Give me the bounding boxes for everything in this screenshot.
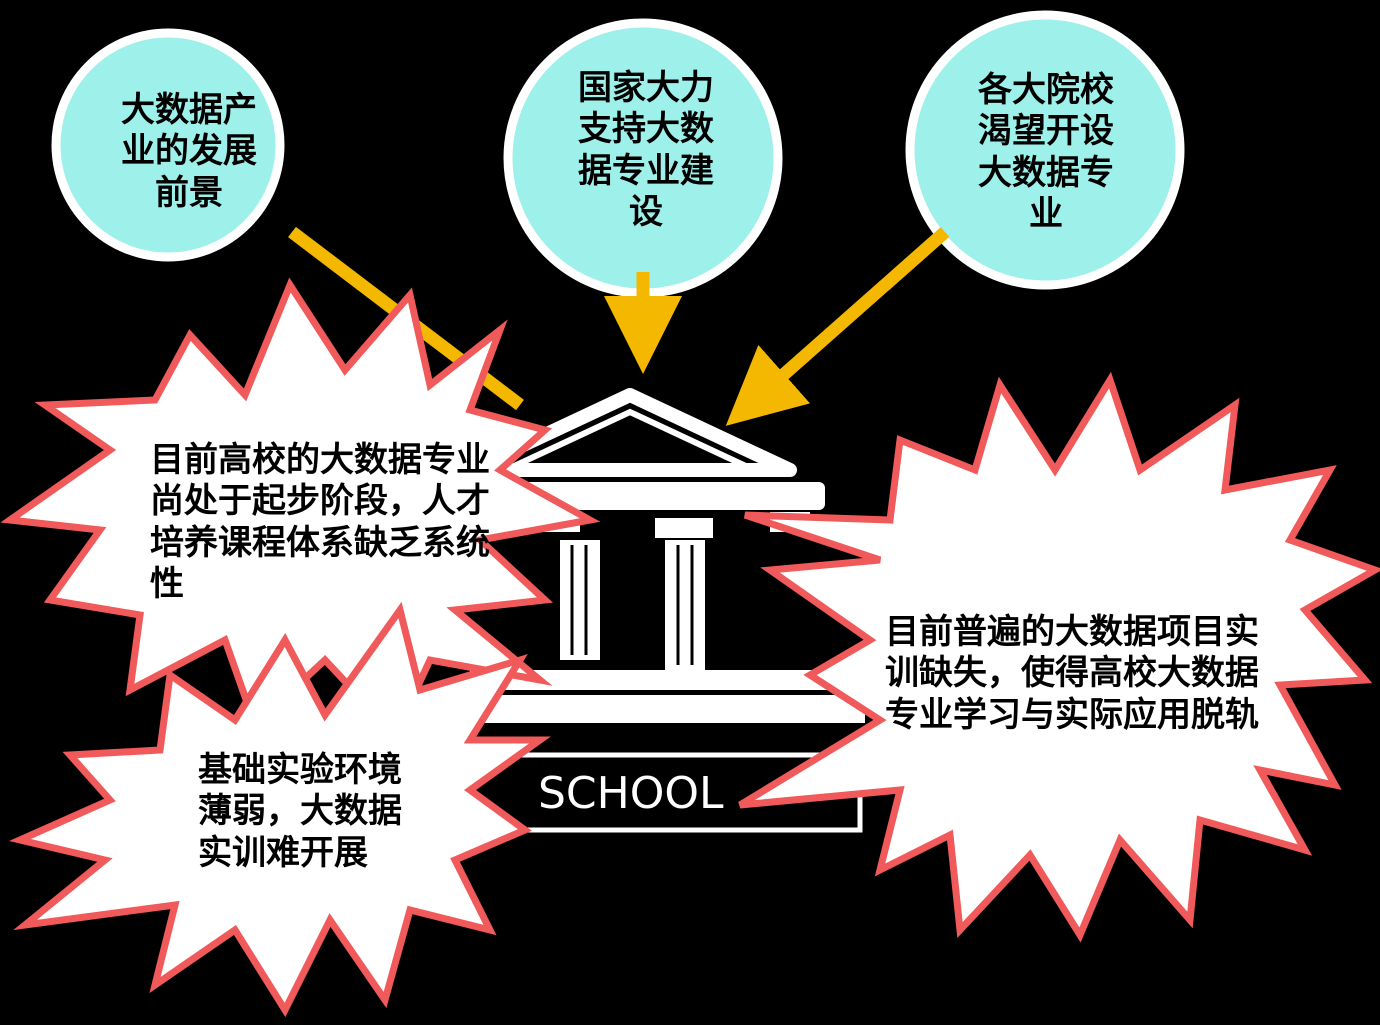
burst-lab-environment: [9, 601, 551, 1018]
circle-national-support-text: 国家大力支持大数据专业建设: [578, 68, 714, 233]
burst-project-training: [738, 371, 1380, 943]
school-building-icon: [455, 388, 865, 833]
school-label: SCHOOL: [538, 768, 724, 819]
arrow-right: [725, 227, 950, 426]
burst-curriculum: [0, 277, 601, 742]
circle-prospects: [51, 28, 285, 262]
circle-colleges-desire-text: 各大院校渴望开设大数据专业: [978, 70, 1114, 235]
burst-project-training-text: 目前普遍的大数据项目实训缺失，使得高校大数据专业学习与实际应用脱轨: [885, 612, 1259, 735]
circle-prospects-text: 大数据产业的发展前景: [121, 90, 257, 213]
burst-lab-environment-text: 基础实验环境薄弱，大数据实训难开展: [198, 750, 402, 873]
burst-curriculum-text: 目前高校的大数据专业尚处于起步阶段，人才培养课程体系缺乏系统性: [150, 440, 490, 605]
circle-colleges-desire: [905, 10, 1185, 290]
